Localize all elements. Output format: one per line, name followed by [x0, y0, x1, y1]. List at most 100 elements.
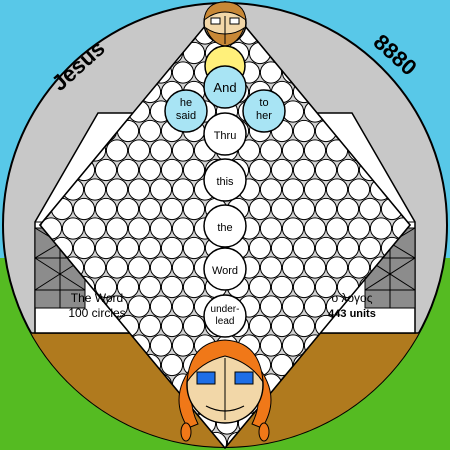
word-circle-to-her — [242, 89, 286, 133]
pattern-circle — [281, 295, 305, 318]
pattern-circle — [303, 217, 327, 240]
pattern-circle — [105, 217, 129, 240]
pattern-circle — [292, 158, 316, 182]
pattern-circle — [325, 217, 349, 240]
pattern-circle — [281, 334, 305, 357]
pattern-circle — [248, 236, 272, 260]
pattern-circle — [127, 295, 151, 318]
pattern-circle — [105, 178, 129, 201]
units-label: 443 units — [328, 308, 376, 320]
pattern-circle — [281, 217, 305, 240]
pattern-circle — [281, 178, 305, 201]
pattern-circle — [61, 217, 85, 240]
pattern-circle — [259, 295, 283, 318]
pattern-circle — [358, 197, 382, 221]
pattern-circle — [259, 178, 283, 201]
pattern-circle — [292, 236, 316, 260]
pattern-circle — [259, 334, 283, 357]
pattern-circle — [94, 158, 118, 182]
pattern-circle — [149, 256, 173, 279]
pattern-circle — [116, 158, 140, 182]
pattern-circle — [182, 197, 206, 221]
pattern-circle — [138, 197, 162, 221]
pattern-circle — [105, 139, 129, 162]
pattern-circle — [270, 236, 294, 260]
pattern-circle — [270, 197, 294, 221]
pattern-circle — [314, 275, 338, 299]
pattern-circle — [358, 236, 382, 260]
pattern-circle — [270, 275, 294, 299]
bottom-face — [178, 339, 272, 442]
word-text-the: the — [217, 222, 232, 234]
pattern-circle — [182, 236, 206, 260]
pattern-circle — [83, 217, 107, 240]
pattern-circle — [347, 256, 371, 279]
pattern-circle — [83, 256, 107, 279]
pattern-circle — [94, 197, 118, 221]
pattern-circle — [127, 139, 151, 162]
pattern-circle — [116, 197, 140, 221]
pattern-circle — [347, 217, 371, 240]
pattern-circle — [160, 314, 184, 338]
pattern-circle — [281, 139, 305, 162]
pattern-circle — [160, 197, 184, 221]
pattern-circle — [138, 314, 162, 338]
pattern-circle — [303, 178, 327, 201]
pattern-circle — [182, 275, 206, 299]
pattern-circle — [369, 217, 393, 240]
word-text-thru: Thru — [214, 130, 237, 142]
pattern-circle — [171, 334, 195, 357]
pattern-circle — [171, 256, 195, 279]
word-circle-and — [203, 65, 247, 109]
word-circle-the — [203, 204, 247, 248]
word-circle-thru — [203, 112, 247, 156]
pattern-circle — [336, 197, 360, 221]
pattern-circle — [94, 275, 118, 299]
pattern-circle — [149, 139, 173, 162]
pattern-circle — [259, 217, 283, 240]
pattern-circle — [72, 197, 96, 221]
pattern-circle — [314, 236, 338, 260]
greek-label: ὁ λογος — [332, 291, 373, 305]
word-text-word: Word — [212, 265, 238, 277]
pattern-circle — [325, 178, 349, 201]
pattern-circle — [83, 178, 107, 201]
pattern-circle — [138, 236, 162, 260]
word-circle-under-lead — [203, 294, 247, 338]
pattern-circle — [116, 236, 140, 260]
word-circle-he-said — [164, 89, 208, 133]
pattern-circle — [171, 61, 195, 84]
word-circles — [164, 65, 286, 338]
pattern-circle — [270, 314, 294, 338]
word-text-this: this — [216, 176, 234, 188]
pattern-circle — [314, 197, 338, 221]
pattern-circle — [292, 314, 316, 338]
pattern-circle — [259, 256, 283, 279]
pattern-circle — [336, 236, 360, 260]
pattern-circle — [149, 217, 173, 240]
pattern-circle — [160, 236, 184, 260]
pattern-circle — [248, 275, 272, 299]
pattern-circle — [303, 256, 327, 279]
pattern-circle — [171, 217, 195, 240]
pattern-circle — [281, 256, 305, 279]
pattern-circle — [270, 158, 294, 182]
pattern-circle — [292, 119, 316, 143]
word-text-and: And — [213, 80, 236, 95]
pattern-circle — [182, 314, 206, 338]
pattern-circle — [259, 61, 283, 84]
pattern-circle — [336, 158, 360, 182]
pattern-circle — [259, 139, 283, 162]
pattern-circle — [138, 119, 162, 143]
word-circle-word — [203, 247, 247, 291]
pattern-circle — [94, 236, 118, 260]
pattern-circle — [171, 178, 195, 201]
pattern-circle — [127, 256, 151, 279]
pattern-circle — [248, 158, 272, 182]
pattern-circle — [138, 158, 162, 182]
pattern-circle — [160, 158, 184, 182]
pattern-circle — [292, 275, 316, 299]
pattern-circle — [160, 353, 184, 377]
